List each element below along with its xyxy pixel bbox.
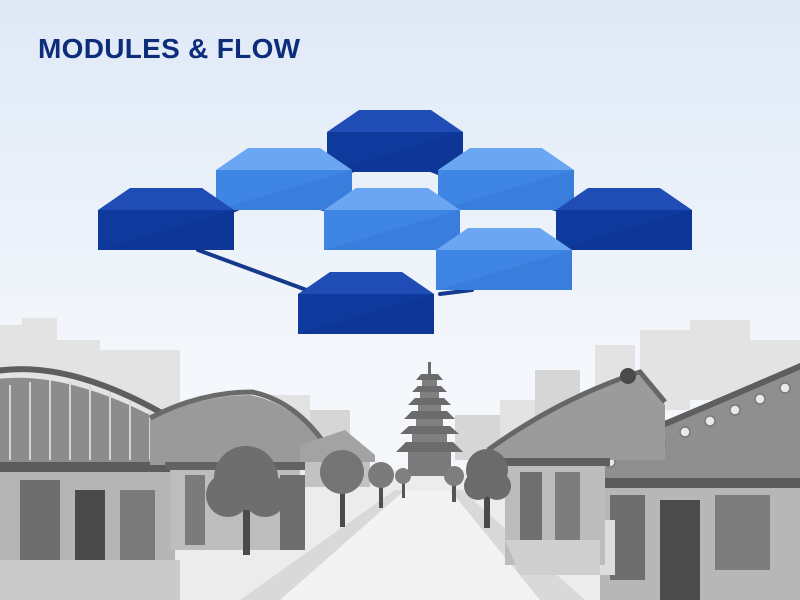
module-cube [436,228,572,290]
page-title: MODULES & FLOW [38,33,301,64]
module-cube [324,188,460,250]
module-cube [98,188,234,250]
road [280,490,540,600]
module-cube [216,148,352,210]
pagoda-icon [396,362,463,476]
module-cube [556,188,692,250]
module-cube [438,148,574,210]
module-cube [298,272,434,334]
module-cube [327,110,463,172]
hanok-house-icon [486,363,800,600]
tree-icon [206,446,511,555]
